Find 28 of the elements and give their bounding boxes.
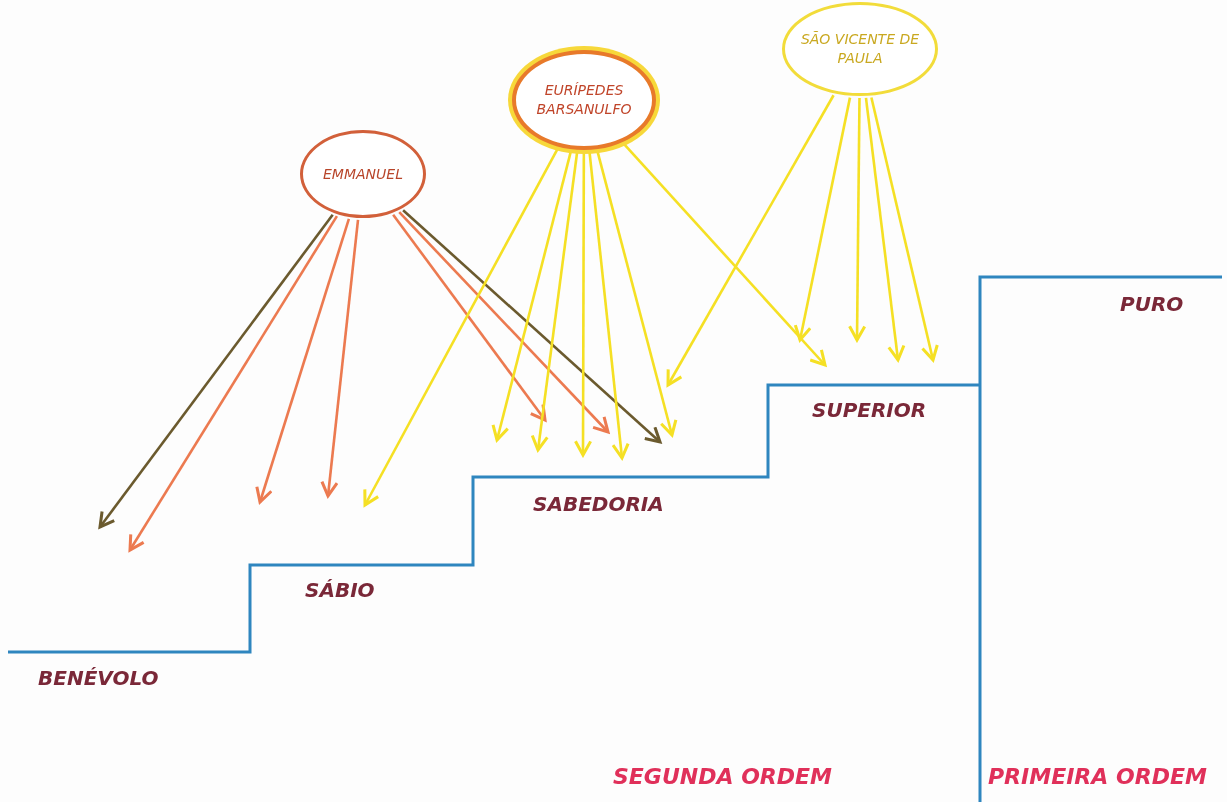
arrow (398, 211, 610, 434)
arrow (573, 152, 593, 457)
arrow (870, 97, 939, 362)
arrow (491, 150, 573, 442)
arrow (588, 151, 630, 460)
name-text: SÃO VICENTE DE PAULA (799, 30, 921, 68)
arrow (320, 219, 360, 498)
name-text: EURÍPEDES BARSANULFO (535, 81, 633, 119)
step-label: BENÉVOLO (38, 666, 159, 690)
arrow (363, 148, 559, 507)
name-text: EMMANUEL (323, 164, 403, 184)
arrow (530, 151, 579, 452)
step-label: SÁBIO (305, 578, 375, 602)
arrow (402, 209, 662, 444)
arrow (793, 97, 852, 342)
arrow (128, 215, 338, 552)
step-label: SABEDORIA (533, 492, 664, 516)
arrow (848, 98, 867, 342)
order-label: SEGUNDA ORDEM (613, 764, 832, 789)
arrow (392, 213, 547, 422)
step-label: PURO (1120, 292, 1184, 316)
arrow (666, 94, 835, 387)
order-label: PRIMEIRA ORDEM (988, 764, 1207, 789)
arrow (98, 213, 334, 529)
arrow (255, 218, 351, 504)
arrow (864, 97, 906, 362)
arrow (596, 150, 678, 437)
step-label: SUPERIOR (812, 398, 927, 422)
